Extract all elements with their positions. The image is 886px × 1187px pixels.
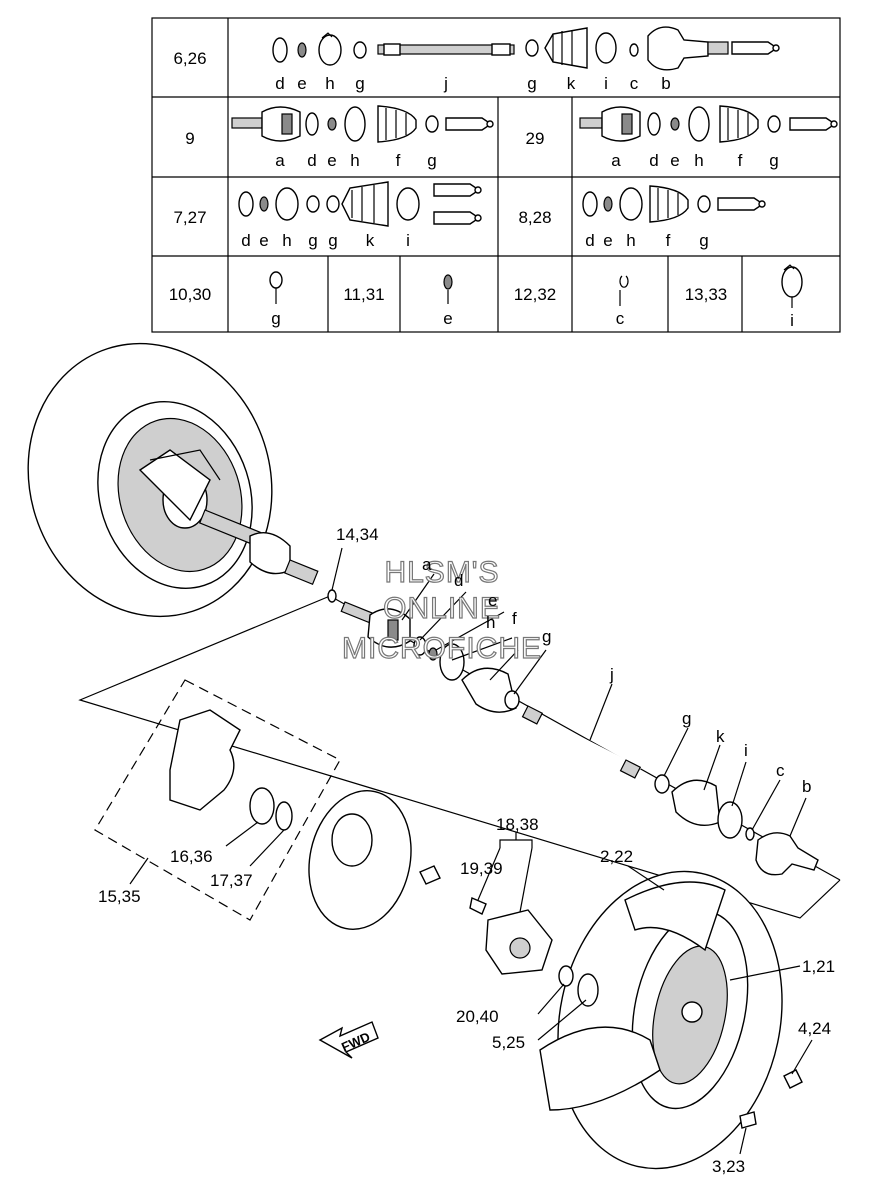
fwd-label: FWD (339, 1029, 372, 1055)
r5-let-g: g (271, 309, 280, 328)
callout-5-25: 5,25 (492, 1033, 525, 1052)
callout-a: a (422, 555, 432, 574)
r3-let-d: d (241, 231, 250, 250)
brake-disc (308, 790, 441, 930)
r3-let-i: i (406, 231, 410, 250)
r0-let-e: e (297, 74, 306, 93)
r8-let-i: i (790, 311, 794, 330)
row-key-9: 9 (185, 129, 194, 148)
row-key-13-33: 13,33 (685, 285, 728, 304)
callout-1-21: 1,21 (802, 957, 835, 976)
callout-g-outer: g (682, 709, 691, 728)
r0-let-j: j (443, 74, 448, 93)
callout-k: k (716, 727, 725, 746)
r0-let-k: k (567, 74, 576, 93)
callout-j: j (609, 665, 614, 684)
r1-let-f: f (396, 151, 401, 170)
row-6-26-parts (272, 26, 780, 71)
r2-let-e: e (670, 151, 679, 170)
r2-let-h: h (694, 151, 703, 170)
callout-h: h (486, 613, 495, 632)
callout-4-24: 4,24 (798, 1019, 831, 1038)
row-8-28-parts (582, 185, 766, 223)
r3-let-h: h (282, 231, 291, 250)
r2-let-a: a (611, 151, 621, 170)
r1-let-d: d (307, 151, 316, 170)
callout-18-38: 18,38 (496, 815, 539, 834)
r1-let-h: h (350, 151, 359, 170)
r4-let-d: d (585, 231, 594, 250)
callout-20-40: 20,40 (456, 1007, 499, 1026)
r1-let-g: g (427, 151, 436, 170)
drive-shaft (521, 705, 642, 779)
r0-let-g2: g (527, 74, 536, 93)
r4-let-g: g (699, 231, 708, 250)
row-29-parts (579, 105, 838, 143)
r4-let-f: f (666, 231, 671, 250)
r4-let-h: h (626, 231, 635, 250)
r6-let-e: e (443, 309, 452, 328)
r3-let-g2: g (328, 231, 337, 250)
r1-let-a: a (275, 151, 285, 170)
row-key-10-30: 10,30 (169, 285, 212, 304)
callout-15-35: 15,35 (98, 887, 141, 906)
knuckle-group (94, 679, 341, 921)
kit-table: 6,26 9 29 7,27 8,28 10,30 11,31 12,32 13… (151, 17, 841, 333)
r0-let-d: d (275, 74, 284, 93)
r2-let-g: g (769, 151, 778, 170)
r0-let-b: b (661, 74, 670, 93)
watermark-line-2: ONLINE (383, 592, 501, 625)
fwd-arrow-icon: FWD (318, 1021, 379, 1059)
callout-c: c (776, 761, 785, 780)
callout-14-34: 14,34 (336, 525, 379, 544)
callout-f: f (512, 609, 517, 628)
row-7-27-parts (238, 181, 482, 227)
r2-let-f: f (738, 151, 743, 170)
r3-let-e: e (259, 231, 268, 250)
r3-let-g: g (308, 231, 317, 250)
hub (469, 897, 803, 1129)
callout-2-22: 2,22 (600, 847, 633, 866)
callout-3-23: 3,23 (712, 1157, 745, 1176)
outer-joint-parts (654, 774, 819, 876)
row-key-7-27: 7,27 (173, 208, 206, 227)
row-9-parts (231, 105, 494, 143)
leader-lines (129, 547, 813, 1155)
r3-let-k: k (366, 231, 375, 250)
r0-let-h: h (325, 74, 334, 93)
callout-e: e (488, 591, 497, 610)
watermark-line-1: HLSM'S (384, 556, 499, 589)
callout-19-39: 19,39 (460, 859, 503, 878)
row-key-8-28: 8,28 (518, 208, 551, 227)
callout-17-37: 17,37 (210, 871, 253, 890)
left-tire (27, 342, 319, 618)
callout-b: b (802, 777, 811, 796)
watermark: HLSM'S ONLINE MICROFICHE (341, 555, 542, 665)
callout-g-inner: g (542, 627, 551, 646)
callouts: 14,34 a d e h f g j g k i c b 16,36 17,3… (98, 525, 835, 1176)
row-key-11-31: 11,31 (343, 285, 384, 304)
row-key-12-32: 12,32 (514, 285, 557, 304)
r2-let-d: d (649, 151, 658, 170)
row-key-6-26: 6,26 (173, 49, 206, 68)
r7-let-c: c (616, 309, 625, 328)
row-key-29: 29 (526, 129, 545, 148)
right-tire (539, 870, 783, 1170)
r0-let-g: g (355, 74, 364, 93)
callout-16-36: 16,36 (170, 847, 213, 866)
r0-let-c: c (630, 74, 639, 93)
r0-let-i: i (604, 74, 608, 93)
callout-d: d (454, 571, 463, 590)
r1-let-e: e (327, 151, 336, 170)
watermark-line-3: MICROFICHE (342, 632, 542, 665)
r4-let-e: e (603, 231, 612, 250)
callout-i: i (744, 741, 748, 760)
inner-joint-parts (327, 589, 520, 713)
